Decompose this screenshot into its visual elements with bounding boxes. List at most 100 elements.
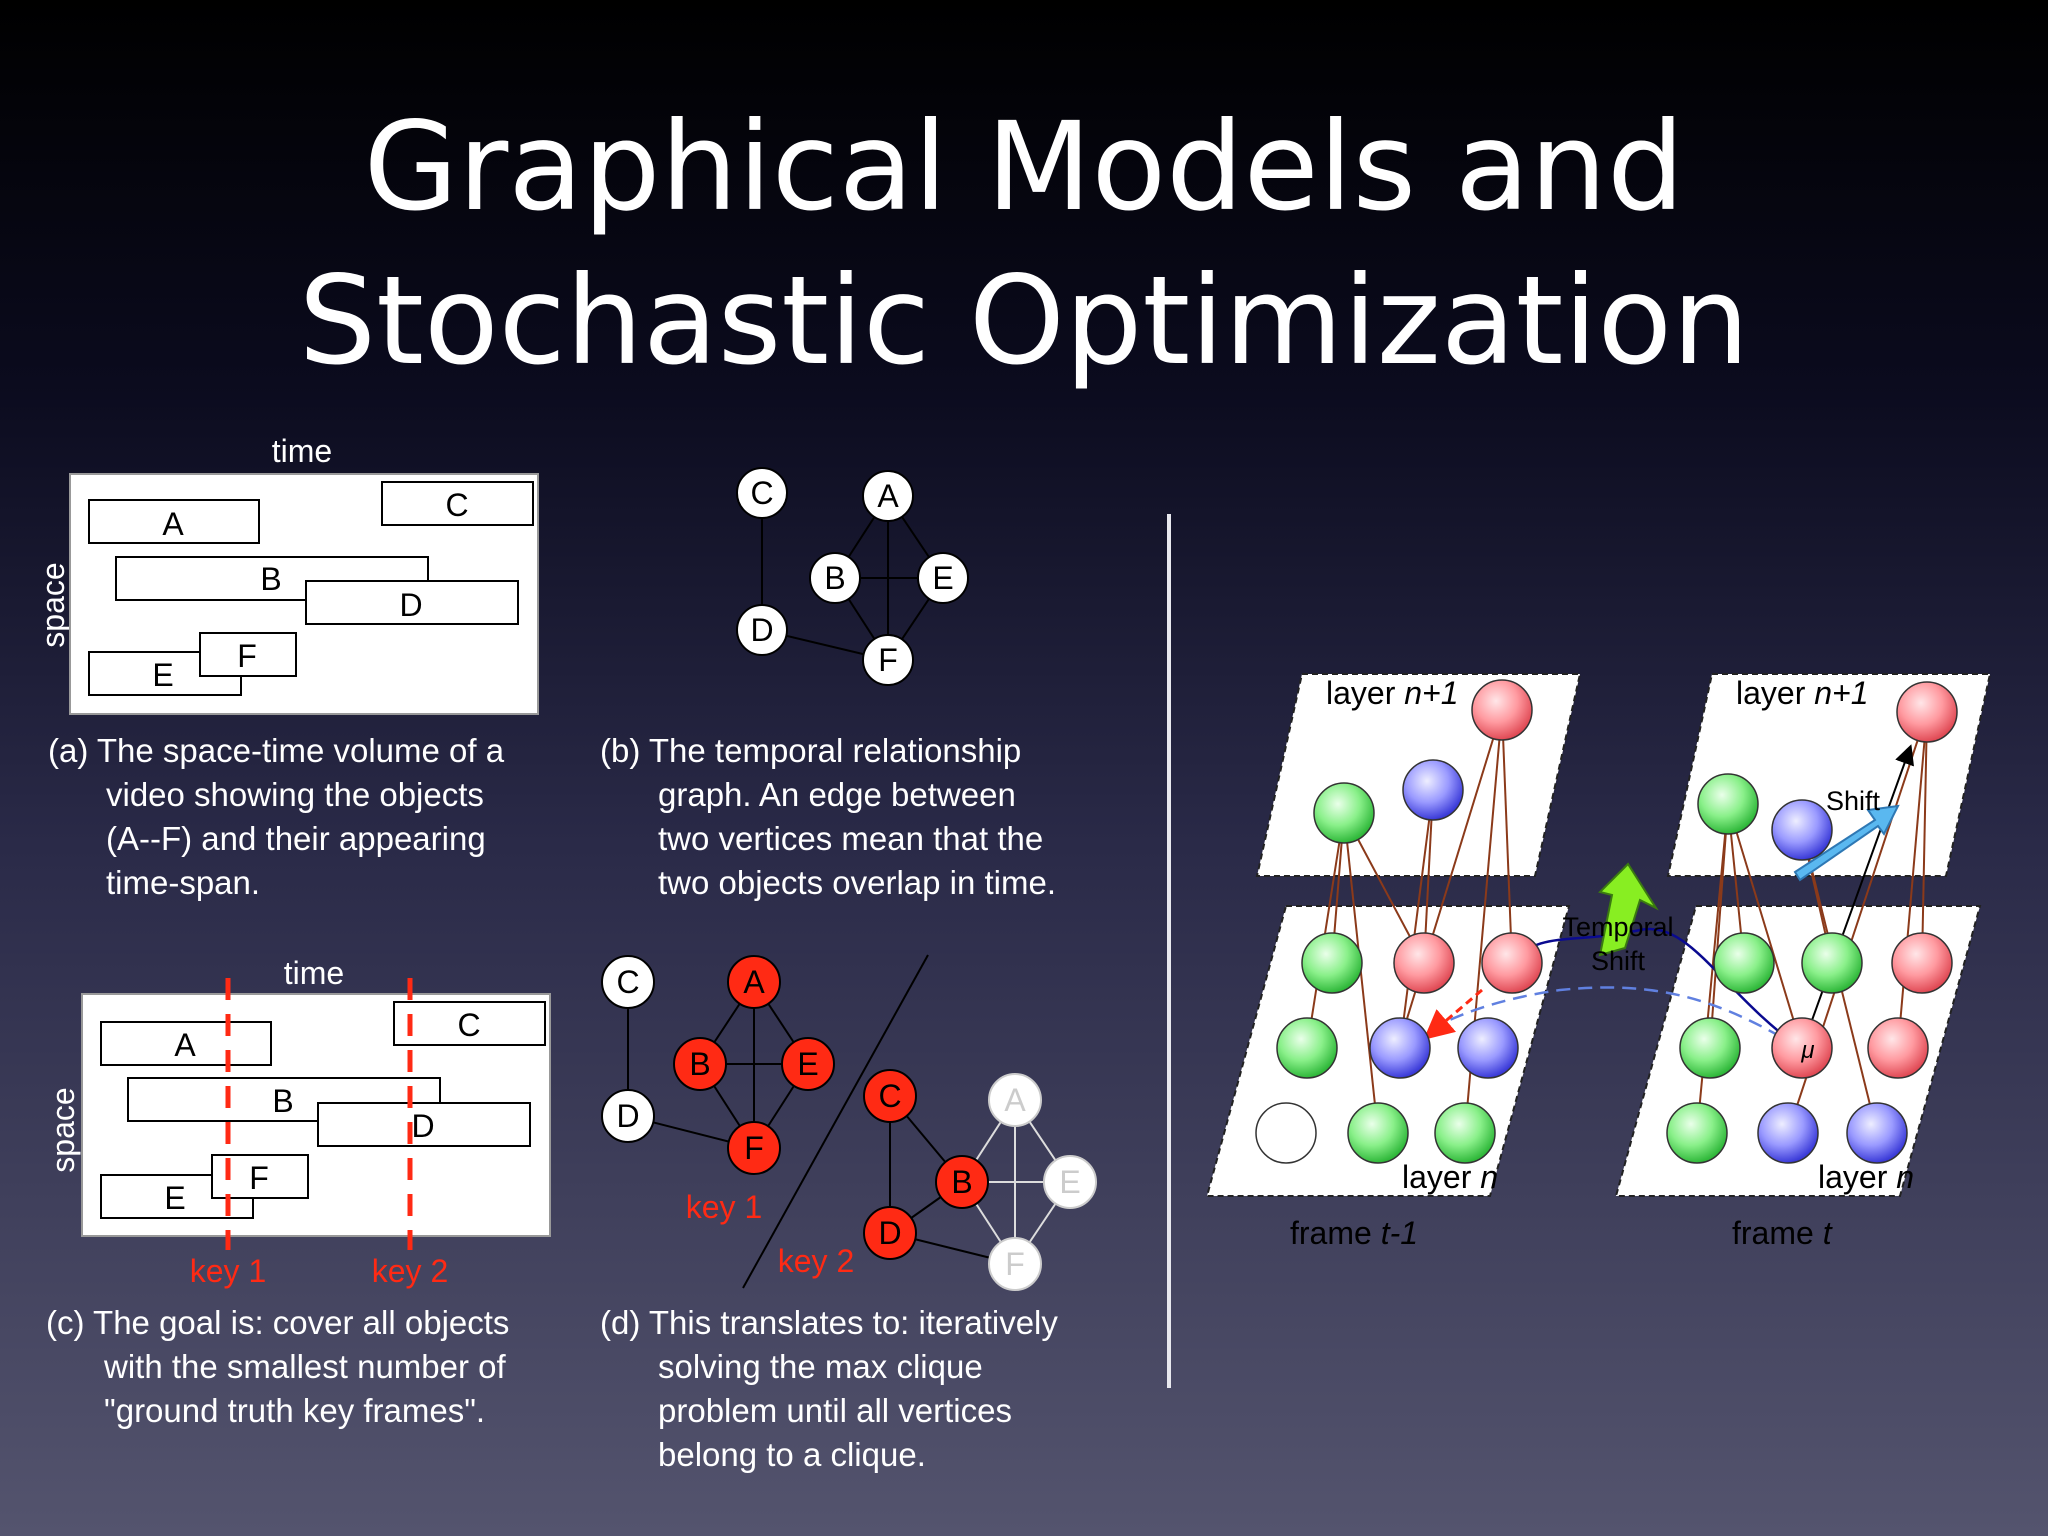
vertex-c-label: C — [750, 475, 773, 511]
vertex-e-label: E — [1059, 1164, 1080, 1200]
caption-c-line-2: with the smallest number of — [104, 1348, 506, 1385]
vertex-c — [601, 955, 655, 1009]
vertex-a — [988, 1073, 1042, 1127]
vertex-b-label: B — [824, 560, 845, 596]
node-green — [1347, 1102, 1409, 1164]
vertex-d — [863, 1206, 917, 1260]
caption-a-line-1: (a) The space-time volume of a — [48, 732, 505, 769]
panel-c-time-label: time — [284, 955, 344, 991]
object-box-d — [305, 580, 519, 625]
vertex-e — [1043, 1155, 1097, 1209]
vertex-e — [917, 552, 969, 604]
mu-label: μ — [1800, 1037, 1814, 1064]
key-2-label: key 2 — [372, 1253, 448, 1289]
object-label-d: D — [399, 587, 422, 623]
object-box-a — [100, 1021, 272, 1066]
mapping-arrow — [1423, 988, 1483, 1040]
temporal-shift-label-2: Shift — [1591, 946, 1646, 976]
node-green — [1697, 773, 1759, 835]
node-red — [1867, 1017, 1929, 1079]
vertex-f — [988, 1237, 1042, 1291]
node-red — [1891, 932, 1953, 994]
node-red — [1481, 932, 1543, 994]
vertex-a-label: A — [1004, 1082, 1026, 1118]
object-label-c: C — [445, 487, 468, 523]
panel-c-space-label: space — [45, 1087, 81, 1172]
node-red — [1393, 932, 1455, 994]
caption-a-line-3: (A--F) and their appearing — [106, 820, 486, 857]
object-box-a — [88, 499, 260, 544]
vertex-d — [736, 604, 788, 656]
panel-d: C A B E D F C B D A E F key 1 key 2 — [601, 954, 1097, 1291]
shift-arrow — [1793, 804, 1900, 882]
vertex-f — [862, 634, 914, 686]
object-label-f: F — [237, 638, 257, 674]
key-1-label: key 1 — [686, 1189, 762, 1225]
object-label-e: E — [152, 657, 173, 693]
node-blue — [1457, 1017, 1519, 1079]
object-label-a: A — [162, 506, 184, 542]
object-label-b: B — [260, 561, 281, 597]
vertex-d — [601, 1089, 655, 1143]
caption-d-line-4: belong to a clique. — [658, 1436, 926, 1473]
object-box-c — [393, 1001, 546, 1046]
vertex-a — [727, 955, 781, 1009]
panel-a-time-label: time — [272, 433, 332, 469]
vertex-a-label: A — [877, 478, 899, 514]
object-label-f: F — [249, 1160, 269, 1196]
shift-label: Shift — [1826, 786, 1881, 816]
vertex-f — [727, 1121, 781, 1175]
object-label-c: C — [457, 1007, 480, 1043]
vertex-e — [781, 1037, 835, 1091]
vertex-b-label: B — [951, 1164, 972, 1200]
panel-a-space-label: space — [35, 562, 71, 647]
node-blue — [1846, 1102, 1908, 1164]
vertex-f-label: F — [744, 1130, 764, 1166]
vertex-b-label: B — [689, 1046, 710, 1082]
vertex-c — [736, 467, 788, 519]
object-label-b: B — [272, 1083, 293, 1119]
panel-c: time space A B C D E F key 1 key 2 — [45, 955, 551, 1289]
caption-b-line-2: graph. An edge between — [658, 776, 1016, 813]
vertex-d-label: D — [878, 1215, 901, 1251]
node-green — [1666, 1102, 1728, 1164]
node-blue — [1402, 759, 1464, 821]
title-line-1: Graphical Models and — [363, 96, 1685, 238]
partition-line — [742, 954, 929, 1289]
object-box-f — [199, 632, 297, 677]
vertex-f-label: F — [1005, 1246, 1025, 1282]
vertex-b — [935, 1155, 989, 1209]
caption-c-line-1: (c) The goal is: cover all objects — [46, 1304, 510, 1341]
layer-bottom-label-curr: layer n — [1818, 1159, 1914, 1195]
node-blue — [1369, 1017, 1431, 1079]
vertex-e-label: E — [797, 1046, 818, 1082]
vertex-f-label: F — [878, 642, 898, 678]
vertex-b — [809, 552, 861, 604]
node-green — [1801, 932, 1863, 994]
frame-curr-label: frame t — [1732, 1215, 1833, 1251]
vertical-divider — [1167, 514, 1171, 1388]
node-green — [1713, 932, 1775, 994]
vertex-b — [673, 1037, 727, 1091]
caption-d-line-3: problem until all vertices — [658, 1392, 1012, 1429]
temporal-shift-arrow — [1508, 927, 1801, 1050]
vertex-c-label: C — [616, 964, 639, 1000]
caption-a-line-4: time-span. — [106, 864, 261, 901]
temporal-shift-green-arrow — [1598, 862, 1659, 957]
object-box-c — [381, 481, 534, 526]
caption-b-line-4: two objects overlap in time. — [658, 864, 1057, 901]
caption-d-line-1: (d) This translates to: iteratively — [600, 1304, 1058, 1341]
object-label-a: A — [174, 1027, 196, 1063]
caption-d-line-2: solving the max clique — [658, 1348, 983, 1385]
key-2-label: key 2 — [778, 1243, 854, 1279]
object-label-d: D — [411, 1108, 434, 1144]
panel-a: time space A B C D E F — [35, 433, 539, 715]
caption-b-line-1: (b) The temporal relationship — [600, 732, 1022, 769]
caption-a-line-2: video showing the objects — [106, 776, 484, 813]
layer-bottom-label-prev: layer n — [1402, 1159, 1498, 1195]
object-box-d — [317, 1102, 531, 1147]
vertex-c — [863, 1069, 917, 1123]
shift-target-arrow — [1801, 744, 1914, 1049]
caption-d: (d) This translates to: iteratively solv… — [600, 1301, 1140, 1477]
